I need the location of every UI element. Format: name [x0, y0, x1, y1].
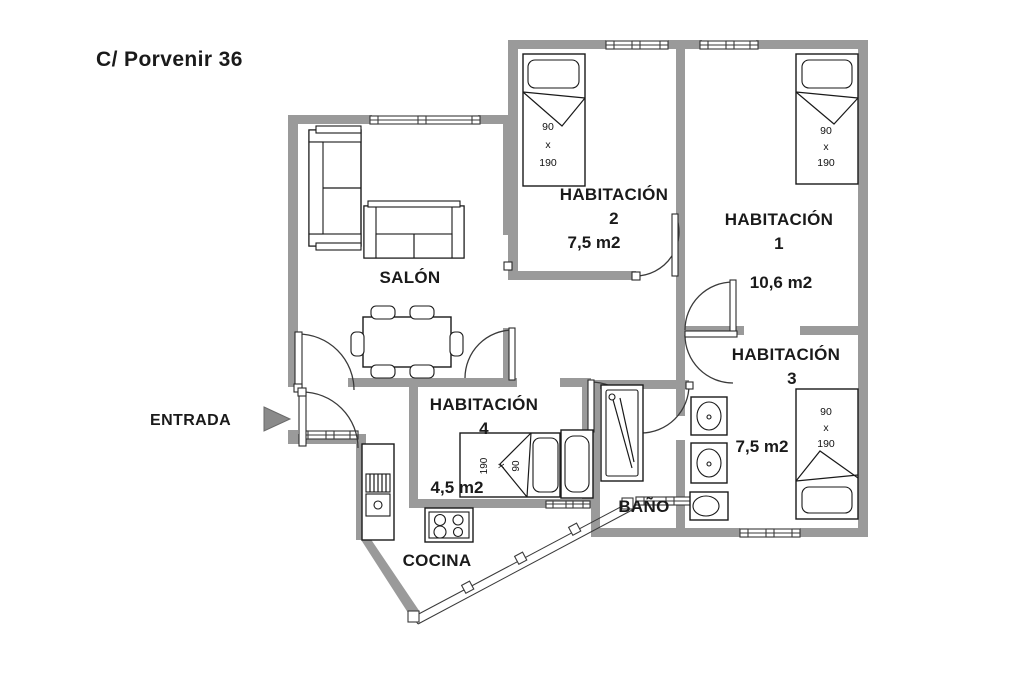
bed-size-length: 190 [479, 457, 490, 474]
bed-size-length: 190 [817, 157, 835, 169]
bed-single: 90 x 190 [795, 388, 859, 520]
wall [417, 378, 517, 387]
room-label-cocina: COCINA [403, 551, 472, 570]
wall [800, 528, 868, 537]
page-title: C/ Porvenir 36 [96, 48, 243, 71]
window [699, 40, 759, 50]
wall [591, 380, 600, 537]
dining-chairs [350, 305, 464, 379]
entrance-label: ENTRADA [150, 412, 231, 429]
wall [684, 40, 702, 49]
stove [424, 507, 474, 543]
wall [676, 40, 685, 330]
wall [508, 262, 518, 280]
bed-size-width: 90 [820, 125, 832, 137]
bed-size-width: 90 [542, 121, 554, 133]
window [545, 500, 591, 509]
bed-single: 190 x 90 [459, 432, 561, 498]
wall [409, 499, 591, 508]
window [739, 528, 801, 538]
wall [356, 532, 420, 619]
room-label-habitacion-1: HABITACIÓN [725, 210, 833, 229]
bathtub [560, 429, 594, 499]
bed-size-length: 190 [539, 157, 557, 169]
bed-size-x: x [545, 139, 551, 151]
room-label-habitacion-4: HABITACIÓN [430, 395, 538, 414]
sofa-horizontal [363, 200, 465, 259]
dining-table [362, 316, 452, 368]
wall [288, 115, 372, 124]
bed-size-x: x [823, 141, 829, 153]
sink [690, 396, 728, 436]
wall [288, 115, 298, 387]
refrigerator [361, 443, 395, 541]
wall [478, 115, 512, 124]
sink [690, 442, 728, 484]
wall [356, 434, 366, 534]
window-diagonal [407, 497, 635, 625]
wall [560, 378, 590, 387]
wall [409, 378, 418, 508]
wall [288, 330, 298, 386]
room-area-habitacion-4: 4,5 m2 [431, 478, 484, 497]
toilet [689, 491, 729, 521]
bed-single: 90 x 190 [795, 53, 859, 185]
room-number-habitacion-1: 1 [774, 234, 784, 253]
door [684, 330, 738, 384]
room-label-habitacion-2: HABITACIÓN [560, 185, 668, 204]
room-label-habitacion-3: HABITACIÓN [732, 345, 840, 364]
window [299, 430, 359, 440]
triangle-right-arrow-icon [263, 406, 292, 432]
wall [756, 40, 868, 49]
room-area-habitacion-1: 10,6 m2 [750, 273, 812, 292]
room-area-habitacion-2: 7,5 m2 [568, 233, 621, 252]
doors-group [293, 213, 738, 449]
wall [600, 528, 740, 537]
bed-size-x: x [496, 464, 507, 469]
wall [676, 440, 685, 537]
room-number-habitacion-3: 3 [787, 369, 797, 388]
window [605, 40, 669, 50]
wall [676, 326, 685, 416]
bed-size-width: 90 [820, 406, 832, 418]
bed-size-x: x [823, 422, 829, 434]
door [464, 327, 516, 381]
wall [503, 328, 512, 387]
room-number-habitacion-4: 4 [479, 419, 489, 438]
door [293, 331, 355, 393]
bed-size-width: 90 [511, 460, 522, 472]
room-label-bano: BAÑO [618, 496, 669, 516]
door [640, 381, 694, 434]
wall [858, 40, 868, 537]
window [369, 115, 481, 125]
door-jamb [503, 261, 513, 271]
wall [800, 326, 868, 335]
door [297, 387, 359, 449]
door [631, 213, 680, 281]
bed-single: 90 x 190 [522, 53, 586, 187]
wall [508, 40, 518, 280]
shower [600, 384, 644, 482]
room-number-habitacion-2: 2 [609, 209, 619, 228]
wall [503, 115, 512, 235]
room-label-salon: SALÓN [380, 268, 441, 287]
bed-size-length: 190 [817, 438, 835, 450]
wall [508, 271, 636, 280]
wall [508, 40, 606, 49]
sofa-vertical [308, 125, 362, 251]
door [684, 279, 737, 333]
room-area-habitacion-3: 7,5 m2 [736, 437, 789, 456]
